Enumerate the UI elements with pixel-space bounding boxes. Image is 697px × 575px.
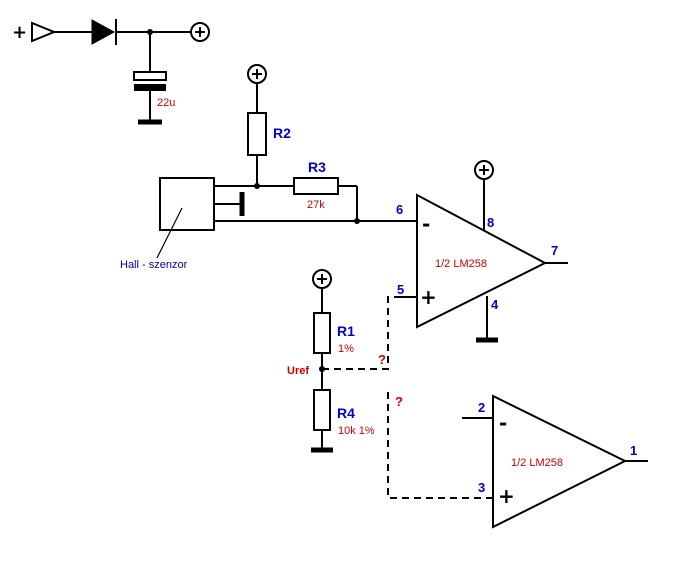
question-mark-2: ? — [395, 394, 403, 409]
resistor-body-icon — [293, 177, 339, 195]
hall-sensor-body — [159, 177, 215, 231]
diode-icon — [91, 19, 116, 45]
capacitor-plate-icon — [134, 84, 166, 91]
capacitor-plate-icon — [133, 71, 167, 81]
power-terminal-icon — [190, 22, 210, 42]
opamp-bottom-name: 1/2 LM258 — [511, 457, 563, 469]
label-pointer — [156, 207, 183, 259]
junction-dot — [254, 183, 260, 189]
noninverting-sign: + — [420, 285, 437, 309]
pin-6-label: 6 — [396, 202, 403, 217]
resistor-r2: R2 — [247, 64, 291, 186]
r2-label: R2 — [273, 125, 291, 141]
input-plus-sign: + — [12, 22, 27, 43]
opamp-top: - + 1/2 LM258 6 5 7 8 4 — [395, 160, 568, 343]
r3-value: 27k — [307, 199, 325, 211]
pin-8-label: 8 — [487, 215, 494, 230]
pin-3-label: 3 — [478, 480, 485, 495]
resistor-body-icon — [247, 112, 267, 156]
capacitor-22u: 22u — [133, 32, 175, 125]
pin-1-label: 1 — [630, 443, 637, 458]
r3-label: R3 — [308, 159, 326, 175]
inverting-sign: - — [499, 411, 507, 435]
uref-label: Uref — [287, 365, 309, 377]
junction-dot — [354, 218, 360, 224]
pin-4-label: 4 — [491, 297, 499, 312]
resistor-body-icon — [313, 312, 331, 354]
resistor-body-icon — [313, 389, 331, 431]
voltage-divider: R1 1% R4 10k 1% Uref — [287, 269, 375, 453]
supply-input: + — [12, 19, 210, 45]
opamp-triangle-icon — [492, 394, 628, 529]
hall-sensor: Hall - szenzor — [120, 177, 417, 271]
inverting-sign: - — [422, 212, 430, 236]
dashed-connections: ? ? — [322, 296, 492, 499]
opamp-bottom: - + 1/2 LM258 2 3 1 — [462, 394, 648, 529]
power-terminal-icon — [312, 269, 332, 289]
power-terminal-icon — [247, 64, 267, 84]
input-connector-icon — [31, 21, 57, 43]
opamp-triangle-icon — [416, 193, 548, 329]
r1-value: 1% — [338, 343, 354, 355]
r1-label: R1 — [337, 323, 355, 339]
capacitor-value: 22u — [157, 97, 175, 109]
opamp-top-name: 1/2 LM258 — [435, 258, 487, 270]
noninverting-sign: + — [498, 484, 515, 508]
r4-value: 10k 1% — [338, 425, 375, 437]
power-terminal-icon — [474, 160, 494, 180]
question-mark-1: ? — [378, 352, 386, 367]
pin-2-label: 2 — [478, 400, 485, 415]
pin-7-label: 7 — [551, 243, 558, 258]
resistor-r3: R3 27k — [293, 159, 360, 224]
pin-5-label: 5 — [397, 282, 404, 297]
hall-sensor-label: Hall - szenzor — [120, 259, 188, 271]
r4-label: R4 — [337, 405, 355, 421]
